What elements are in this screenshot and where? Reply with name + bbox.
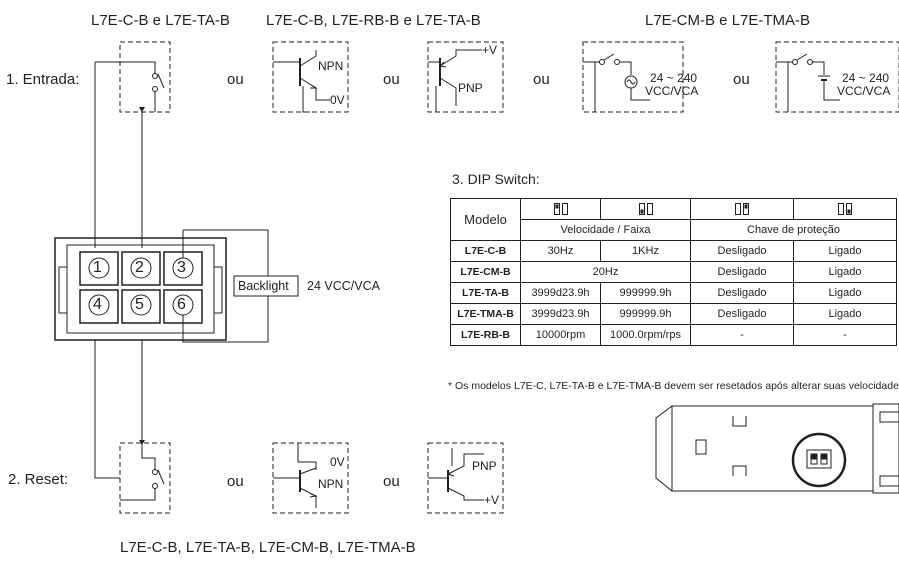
terminal-block-outer: [54, 237, 227, 341]
title-group2: L7E-C-B, L7E-RB-B e L7E-TA-B: [266, 12, 481, 29]
table-row: L7E-TMA-B 3999d23.9h 999999.9h Desligado…: [450, 303, 897, 325]
input-dc-voltage-2: VCC/VCA: [837, 84, 891, 98]
terminal-3: 3: [177, 259, 186, 276]
backlight-label: Backlight: [238, 279, 289, 293]
dip-switch-title: 3. DIP Switch:: [452, 171, 540, 187]
reset-npn-0v: 0V: [330, 455, 345, 469]
dip-switch-icon: [735, 203, 749, 216]
dip-icon-4: [793, 198, 897, 220]
input-ac-box: [582, 41, 684, 113]
terminal-1: 1: [93, 259, 102, 276]
dip-switch-icon: [838, 203, 852, 216]
input-npn-label: NPN: [318, 59, 344, 73]
input-dc-voltage-1: 24 ~ 240: [842, 71, 890, 85]
backlight-box: [233, 275, 299, 297]
dip-icon-3: [690, 198, 794, 220]
table-row: L7E-RB-B 10000rpm 1000.0rpm/rps - -: [450, 324, 897, 346]
input-pnp-label: PNP: [458, 81, 483, 95]
header-protection-key: Chave de proteção: [690, 219, 897, 241]
reset-contact-box: [119, 442, 171, 514]
input-ac-voltage-2: VCC/VCA: [645, 84, 699, 98]
input-or-4: ou: [733, 71, 750, 88]
input-label: 1. Entrada:: [6, 71, 80, 88]
input-contact-box: [119, 41, 171, 113]
dip-switch-icon: [638, 203, 653, 216]
input-or-3: ou: [533, 71, 550, 88]
backlight-voltage: 24 VCC/VCA: [307, 279, 380, 293]
title-group3: L7E-CM-B e L7E-TMA-B: [645, 12, 811, 29]
reset-or-1: ou: [227, 473, 244, 490]
dip-switch-icon: [553, 203, 568, 216]
table-row: L7E-C-B 30Hz 1KHz Desligado Ligado: [450, 240, 897, 262]
reset-pnp-plusv: +V: [484, 493, 500, 507]
dip-icon-1: [520, 198, 601, 220]
terminal-5: 5: [135, 296, 144, 313]
dip-footnote: * Os modelos L7E-C, L7E-TA-B e L7E-TMA-B…: [448, 380, 899, 392]
reset-npn-label: NPN: [318, 477, 344, 491]
table-row: L7E-CM-B 20Hz Desligado Ligado: [450, 261, 897, 283]
input-ac-voltage-1: 24 ~ 240: [650, 71, 698, 85]
terminal-6: 6: [177, 296, 186, 313]
dip-switch-table: Modelo Velocidade / Faixa Chave de prote…: [450, 198, 897, 346]
table-row: L7E-TA-B 3999d23.9h 999999.9h Desligado …: [450, 282, 897, 304]
terminal-4: 4: [93, 296, 102, 313]
input-npn-0v: 0V: [330, 93, 345, 107]
reset-label: 2. Reset:: [8, 471, 69, 488]
reset-or-2: ou: [383, 473, 400, 490]
input-or-1: ou: [227, 71, 244, 88]
title-group1: L7E-C-B e L7E-TA-B: [91, 12, 230, 29]
header-model: Modelo: [450, 198, 521, 241]
input-or-2: ou: [383, 71, 400, 88]
terminal-2: 2: [135, 259, 144, 276]
header-speed-range: Velocidade / Faixa: [520, 219, 691, 241]
reset-models-caption: L7E-C-B, L7E-TA-B, L7E-CM-B, L7E-TMA-B: [120, 539, 416, 556]
reset-pnp-label: PNP: [472, 459, 497, 473]
dip-icon-2: [600, 198, 691, 220]
input-pnp-plusv: +V: [482, 43, 498, 57]
